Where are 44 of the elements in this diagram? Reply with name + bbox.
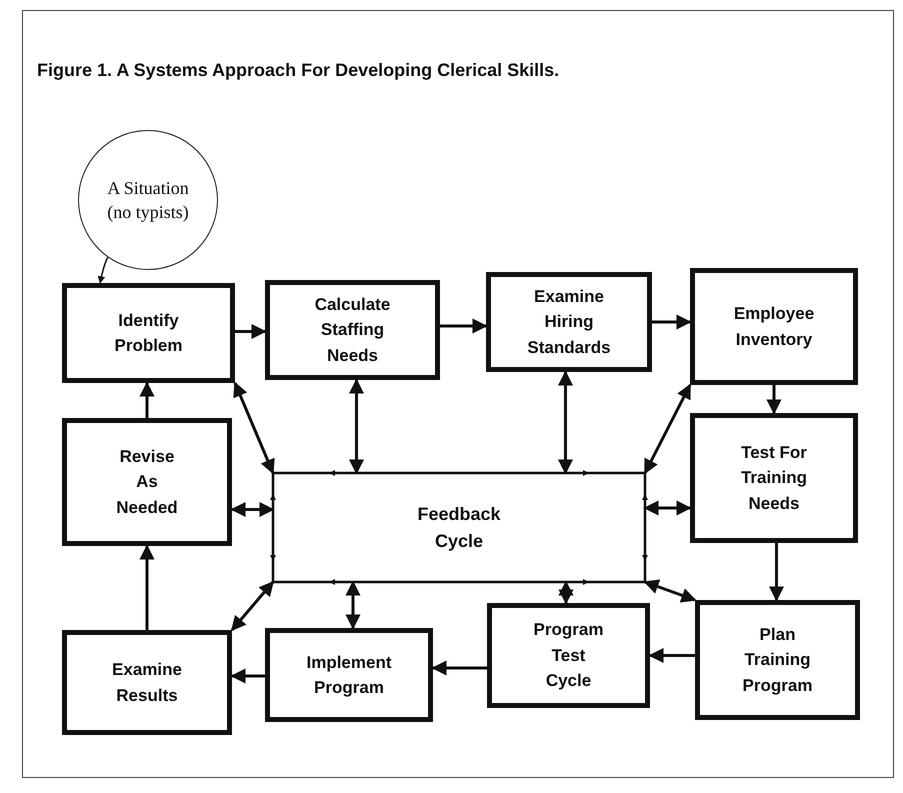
arrow [644, 500, 692, 516]
arrow [230, 502, 274, 517]
box-label: A Situation (no typists) [106, 176, 190, 224]
box-label: Examine Hiring Standards [526, 286, 612, 359]
box-label: Test For Training Needs [740, 442, 808, 515]
arrow [440, 318, 488, 334]
arrow [648, 648, 695, 663]
box-label: Plan Training Program [742, 624, 814, 697]
arrow [644, 580, 696, 602]
arrow [558, 370, 573, 474]
process-box [690, 268, 858, 385]
arrow [230, 668, 265, 684]
arrow [644, 384, 692, 474]
arrow [235, 324, 266, 339]
arrow [349, 378, 364, 474]
arrow [432, 660, 487, 676]
process-box [487, 603, 650, 708]
process-box [486, 272, 652, 372]
process-box [62, 418, 232, 546]
arrow [230, 580, 274, 632]
arrow [140, 544, 154, 630]
arrow [98, 256, 108, 284]
process-box [62, 630, 232, 735]
figure-title: Figure 1. A Systems Approach For Developing Clerical Skills. [37, 60, 560, 81]
process-box [265, 280, 440, 380]
box-label: Identify Problem [113, 310, 184, 357]
arrow [652, 314, 692, 330]
arrow [140, 382, 154, 418]
box-label: Revise As Needed [115, 446, 179, 519]
process-box [265, 628, 433, 722]
arrow [346, 580, 360, 630]
box-label: Implement Program [305, 652, 393, 699]
process-box [695, 600, 860, 720]
process-box [62, 283, 235, 383]
arrow [233, 382, 275, 474]
box-label: Feedback Cycle [416, 502, 502, 553]
arrow [769, 543, 784, 602]
arrow [766, 385, 782, 414]
box-label: Calculate Staffing Needs [314, 294, 392, 367]
arrow [558, 580, 574, 604]
box-label: Program Test Cycle [532, 619, 604, 692]
box-label: Employee Inventory [732, 303, 816, 350]
process-box [690, 413, 858, 543]
box-label: Examine Results [111, 659, 183, 706]
